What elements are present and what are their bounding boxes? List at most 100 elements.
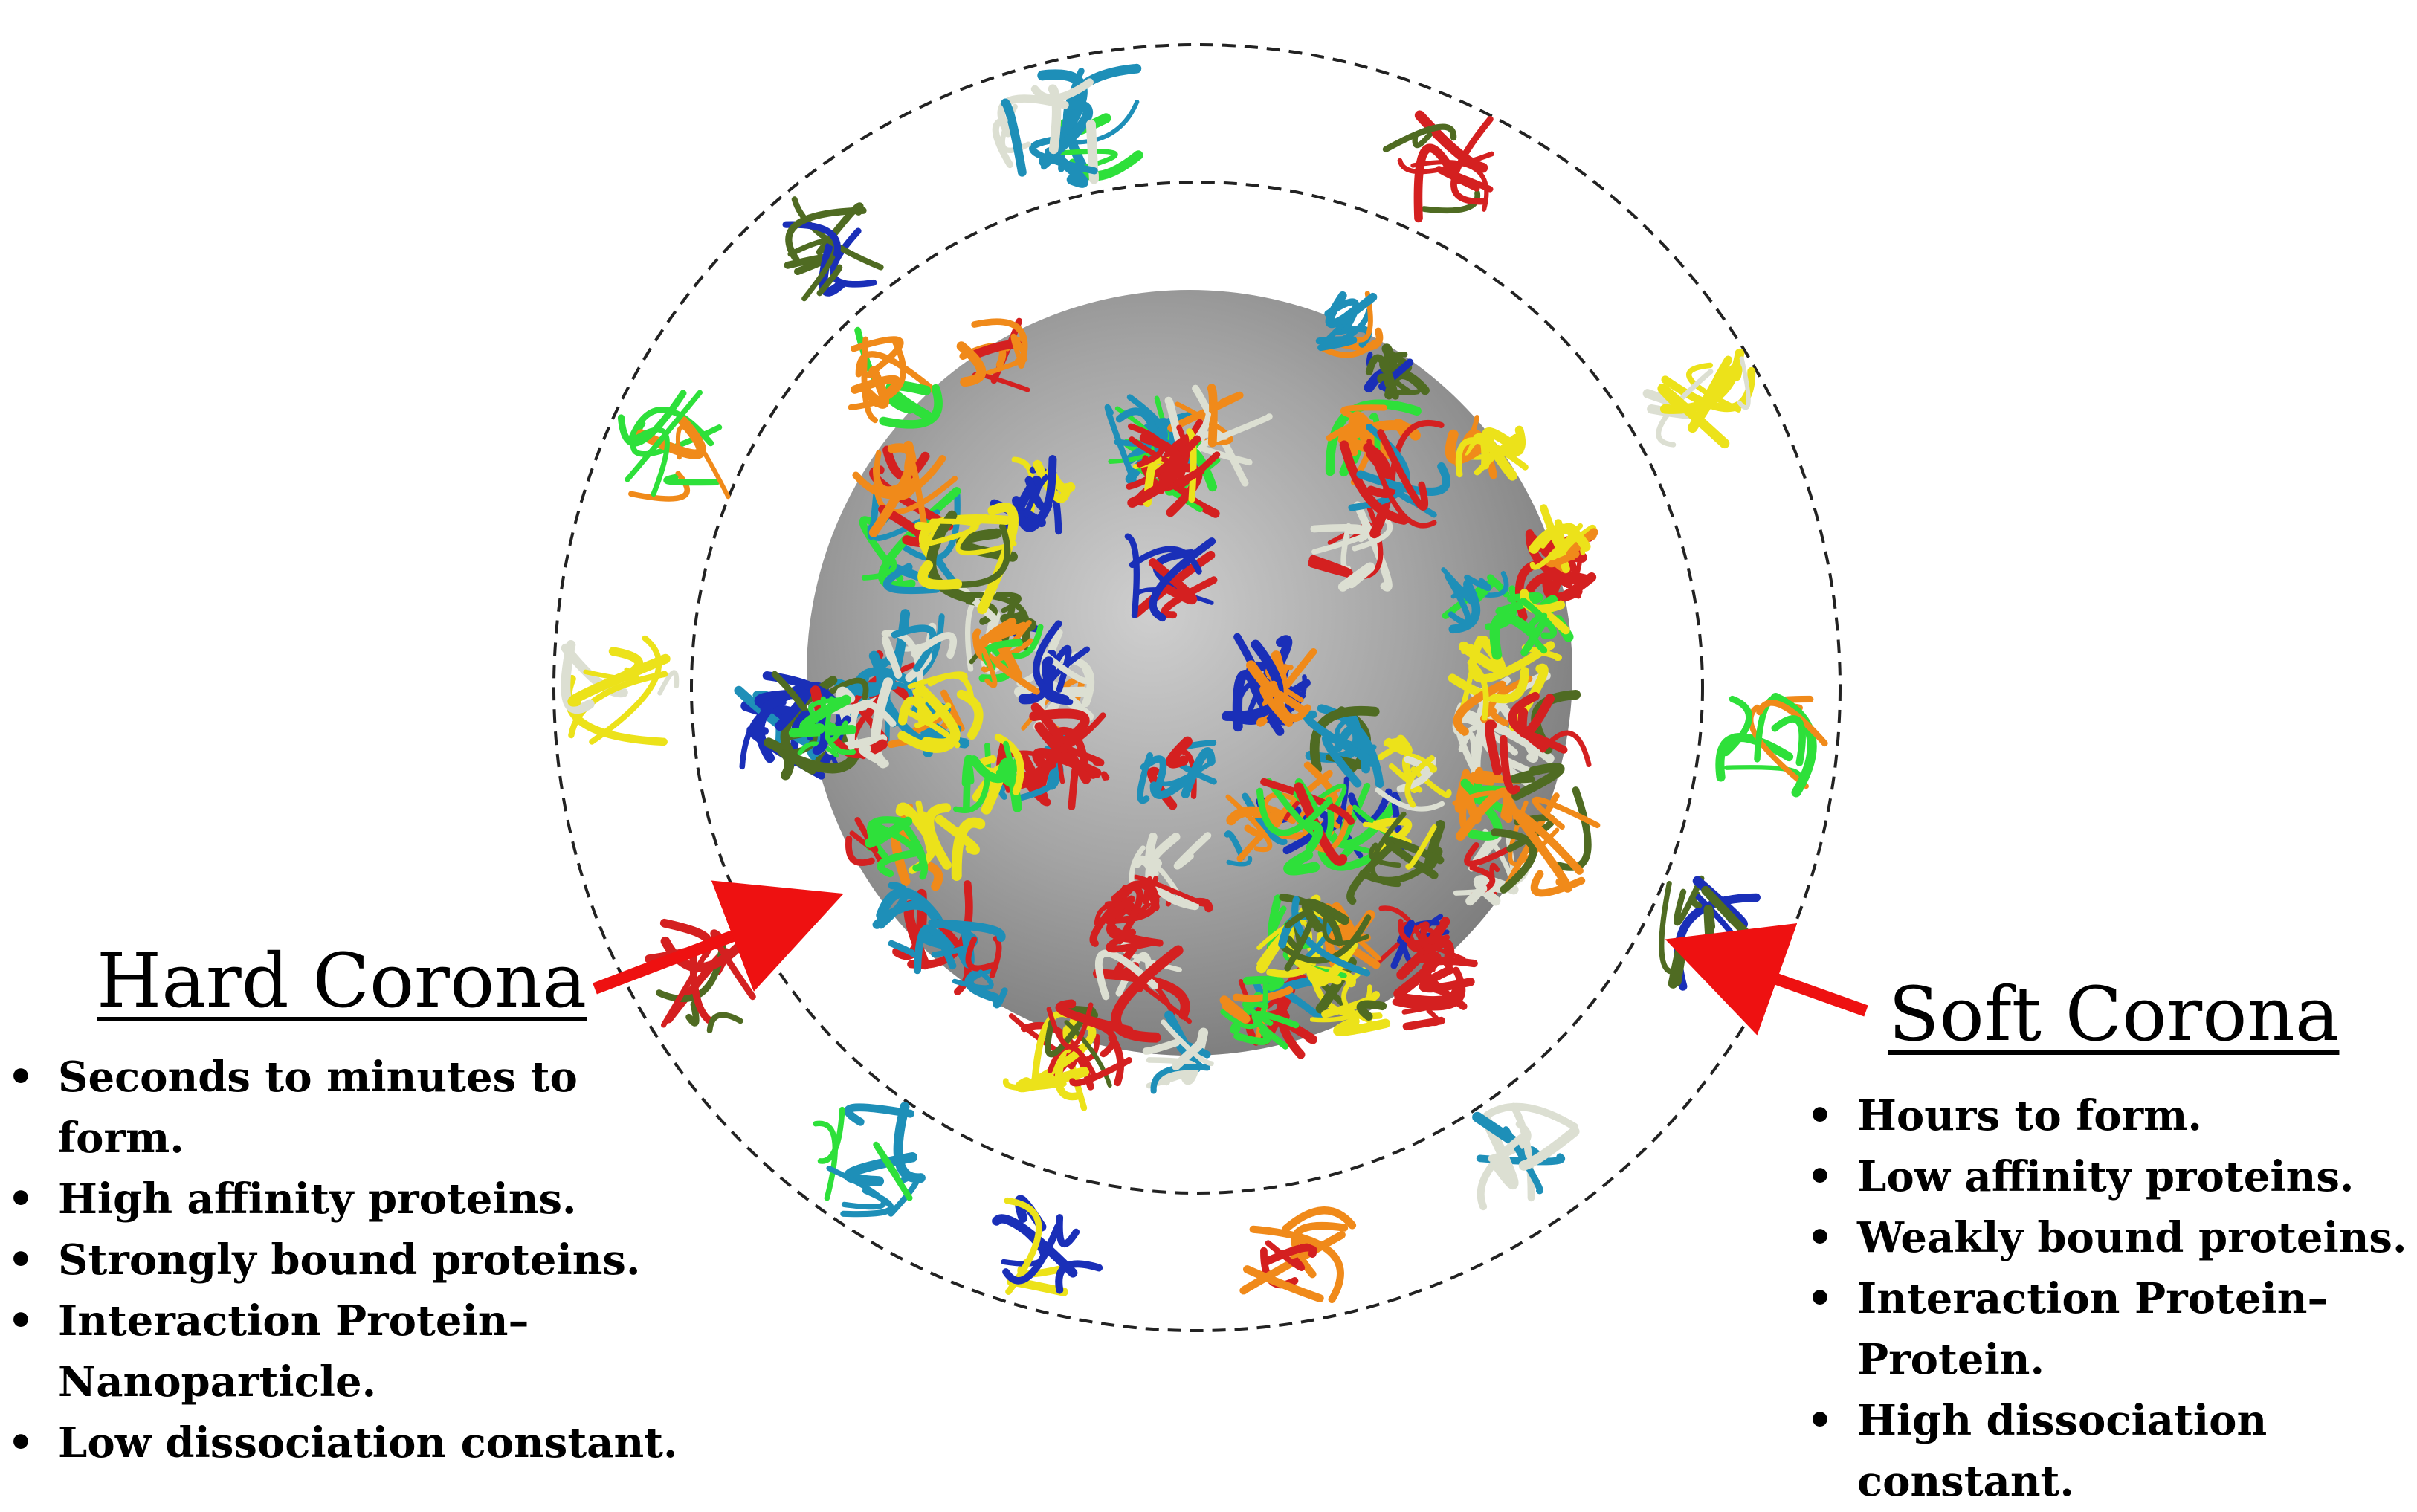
protein-ribbon [1294,782,1348,866]
protein-ribbon [882,563,940,595]
protein-ribbon [1465,884,1488,906]
protein-cluster [1715,692,1828,798]
protein-ribbon [893,1102,926,1183]
protein-ribbon [633,427,670,497]
protein-ribbon [1004,1197,1042,1295]
protein-ribbon [1686,362,1742,413]
protein-ribbon [1282,810,1332,855]
protein-ribbon [1510,1102,1535,1202]
protein-cluster [1364,343,1430,400]
protein-ribbon [1021,1020,1097,1091]
protein-ribbon [568,671,668,739]
bullet-icon: • [1807,1213,1833,1262]
protein-ribbon [956,689,984,740]
protein-ribbon [813,1120,838,1201]
protein-cluster [788,694,857,758]
protein-ribbon [1518,1126,1580,1171]
protein-ribbon [1483,1102,1579,1131]
protein-ribbon [845,836,875,866]
protein-ribbon [1173,832,1212,870]
protein-ribbon [685,1001,700,1027]
protein-ribbon [1499,734,1520,795]
hard-item-text: Low dissociation constant. [58,1418,678,1467]
protein-ribbon [956,528,1018,562]
protein-ribbon [797,741,839,758]
protein-ribbon [1353,501,1393,592]
protein-ribbon [1116,884,1143,945]
protein-ribbon [1056,1214,1080,1247]
protein-cluster [1485,689,1592,801]
protein-cluster [956,317,1030,392]
protein-ribbon [785,207,867,264]
protein-ribbon [1346,841,1395,905]
protein-ribbon [826,1165,887,1210]
protein-ribbon [917,560,963,590]
protein-ribbon [1012,496,1053,532]
protein-cluster [1382,110,1495,223]
protein-ribbon [1142,1038,1181,1055]
protein-ribbon [1150,1064,1211,1094]
protein-ribbon [994,733,1024,795]
protein-ribbon [1542,610,1570,635]
protein-ribbon [1068,766,1080,811]
protein-ribbon [861,558,897,581]
bullet-icon: • [1807,1091,1833,1140]
protein-ribbon [1001,98,1027,177]
bullet-icon: • [1807,1274,1833,1323]
protein-ribbon [1523,570,1590,600]
protein-ribbon [1566,528,1598,560]
protein-ribbon [1111,880,1160,911]
protein-ribbon [1068,99,1140,145]
protein-ribbon [1392,966,1466,1011]
protein-ribbon [961,755,973,788]
protein-ribbon [1095,949,1159,1001]
protein-ribbon [1464,574,1492,592]
protein-ribbon [956,341,987,387]
protein-ribbon [1104,404,1138,487]
soft-corona-list: •Hours to form. •Low affinity proteins. … [1799,1085,2416,1512]
protein-ribbon [1256,787,1333,836]
soft-item-text: High dissociation constant. [1857,1396,2268,1506]
protein-ribbon [1129,845,1146,887]
protein-ribbon [989,936,1002,978]
protein-ribbon [1052,149,1118,170]
protein-ribbon [1340,404,1387,421]
protein-cluster [928,919,1008,1009]
protein-ribbon [1315,336,1358,352]
protein-ribbon [1415,942,1466,962]
protein-cluster [1009,620,1091,705]
protein-ribbon [927,673,975,704]
protein-ribbon [1039,99,1094,167]
protein-ribbon [1529,523,1591,554]
protein-ribbon [1521,644,1562,661]
protein-ribbon [1384,734,1413,756]
protein-cluster [561,635,680,746]
hard-corona-proteins [734,291,1601,1111]
protein-ribbon [1149,537,1216,622]
protein-cluster [1219,975,1300,1050]
protein-cluster [1126,419,1205,508]
protein-ribbon [1657,384,1730,449]
hard-corona-title: Hard Corona [97,937,587,1024]
protein-ribbon [1306,940,1358,987]
protein-ribbon [1737,356,1751,410]
protein-ribbon [799,694,851,735]
protein-ribbon [1656,369,1714,448]
protein-cluster [813,1102,926,1218]
protein-ribbon [1505,799,1572,893]
protein-ribbon [1394,988,1461,1007]
protein-cluster [1045,999,1134,1088]
protein-ribbon [1375,787,1445,812]
protein-ribbon [1382,123,1457,153]
protein-ribbon [1703,355,1732,402]
protein-ribbon [817,1106,845,1164]
protein-cluster [1315,291,1384,358]
protein-ribbon [952,969,994,990]
list-item: •Interaction Protein–Protein. [1799,1268,2416,1390]
protein-ribbon [1511,763,1565,801]
protein-ribbon [1315,957,1357,1014]
protein-ribbon [1242,975,1285,992]
protein-ribbon [1554,786,1592,871]
protein-ribbon [1029,708,1090,747]
